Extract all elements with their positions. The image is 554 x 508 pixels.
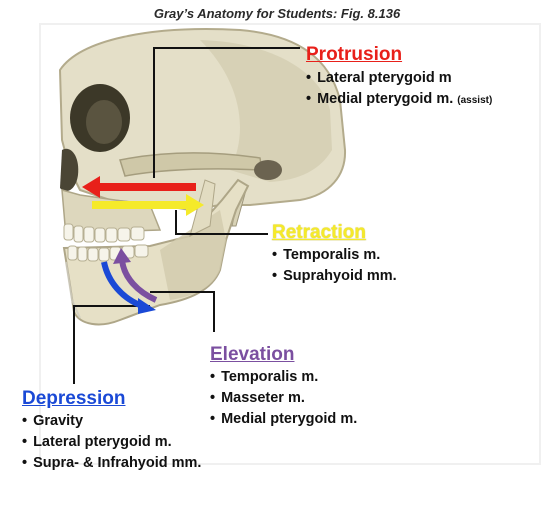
retraction-item: •Temporalis m. [272, 247, 381, 263]
depression-arrow [101, 261, 156, 314]
depression-item: •Lateral pterygoid m. [22, 434, 172, 450]
retraction-item: •Suprahyoid mm. [272, 268, 397, 284]
protrusion-arrow [82, 176, 196, 198]
nasal-aperture [60, 148, 79, 192]
leader-depression [73, 305, 150, 384]
leader-retraction [175, 210, 268, 235]
depression-section: Depression •Gravity •Lateral pterygoid m… [22, 388, 201, 474]
elevation-item: •Medial pterygoid m. [210, 411, 358, 427]
leader-lines [73, 47, 300, 384]
elevation-section: Elevation •Temporalis m. •Masseter m. •M… [210, 344, 357, 430]
depression-item: •Supra- & Infrahyoid mm. [22, 455, 202, 471]
depression-item: •Gravity [22, 413, 84, 429]
protrusion-item: •Lateral pterygoid m [306, 70, 452, 86]
elevation-item: •Masseter m. [210, 390, 305, 406]
protrusion-section: Protrusion •Lateral pterygoid m •Medial … [306, 44, 492, 111]
elevation-item: •Temporalis m. [210, 369, 319, 385]
retraction-section: Retraction •Temporalis m. •Suprahyoid mm… [272, 222, 397, 287]
depression-heading: Depression [22, 388, 126, 409]
leader-elevation [150, 291, 215, 332]
elevation-arrow [113, 248, 158, 303]
elevation-heading: Elevation [210, 344, 295, 365]
figure-title: Gray’s Anatomy for Students: Fig. 8.136 [153, 6, 401, 21]
leader-protrusion [153, 47, 300, 178]
lower-teeth [67, 244, 149, 262]
protrusion-item: •Medial pterygoid m. (assist) [306, 91, 493, 107]
external-acoustic-meatus [254, 160, 282, 180]
upper-teeth [63, 223, 145, 243]
assist-note: (assist) [457, 95, 493, 106]
retraction-heading: Retraction [272, 222, 366, 243]
protrusion-heading: Protrusion [306, 44, 403, 65]
retraction-arrow [92, 194, 204, 216]
